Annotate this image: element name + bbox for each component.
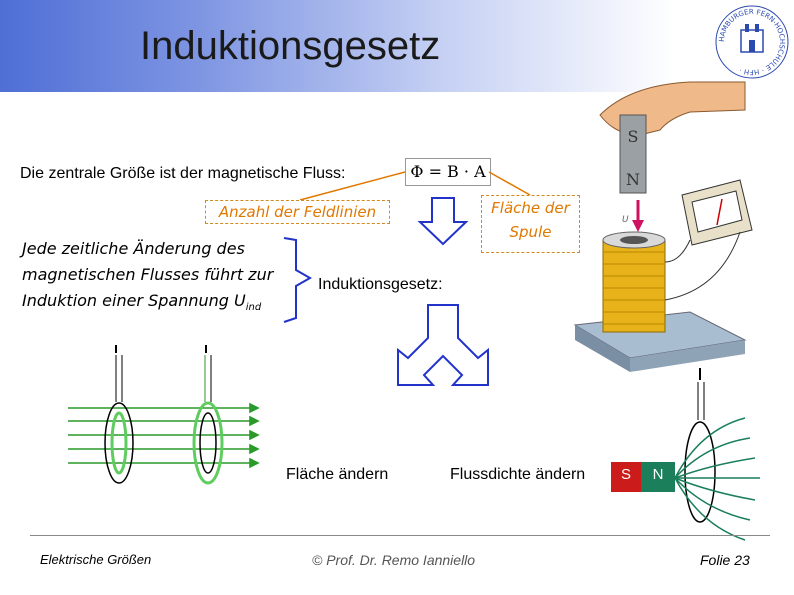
label-feldlinien: Anzahl der Feldlinien xyxy=(205,200,390,224)
footer-right: Folie 23 xyxy=(700,552,750,568)
header-band xyxy=(0,0,794,92)
bar-magnet-s: S xyxy=(628,127,639,146)
label-flaeche-spule: Fläche der Spule xyxy=(481,195,580,253)
change-text: Jede zeitliche Änderung des magnetischen… xyxy=(22,236,282,321)
magnet-s: S xyxy=(611,462,641,492)
intro-text: Die zentrale Größe ist der magnetische F… xyxy=(20,165,346,182)
magnet-n: N xyxy=(641,462,675,492)
induktionsgesetz-label: Induktionsgesetz: xyxy=(318,276,443,293)
connector-feldlinien xyxy=(299,171,406,201)
label-flaeche-aendern: Fläche ändern xyxy=(286,466,389,483)
connector-flaeche xyxy=(488,171,531,196)
loop-right xyxy=(192,401,224,485)
footer-center: © Prof. Dr. Remo Ianniello xyxy=(312,552,476,568)
meter-u-label: U xyxy=(622,215,629,225)
change-text-body: Jede zeitliche Änderung des magnetischen… xyxy=(22,239,274,310)
slide-title: Induktionsgesetz xyxy=(140,24,441,68)
bar-magnet xyxy=(619,114,647,194)
loop-flux xyxy=(684,421,716,523)
brace-icon xyxy=(283,237,313,323)
footer-left: Elektrische Größen xyxy=(40,552,152,567)
split-arrow-icon xyxy=(397,304,489,386)
footer-divider xyxy=(30,535,770,536)
label-flussdichte-aendern: Flussdichte ändern xyxy=(450,466,586,483)
bar-magnet-n: N xyxy=(626,170,640,189)
flux-formula: Φ = B · A xyxy=(405,158,491,186)
down-arrow-icon xyxy=(417,197,469,246)
coil xyxy=(602,239,666,333)
hfh-logo: HAMBURGER FERN-HOCHSCHULE · HFH · xyxy=(715,5,789,79)
loop-left-area xyxy=(110,411,128,475)
loop-right-inner xyxy=(199,412,217,474)
loop-left xyxy=(104,402,134,484)
change-text-subscript: ind xyxy=(245,302,262,314)
